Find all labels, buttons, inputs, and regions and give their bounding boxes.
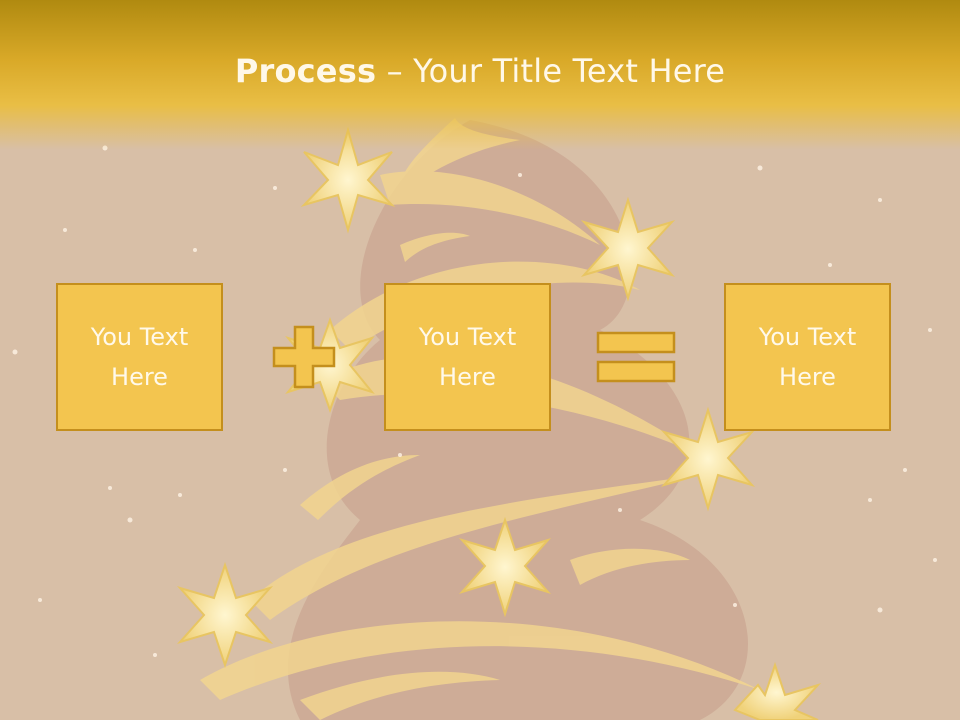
process-box-2-text: You Text Here [418,323,517,391]
plus-icon [272,325,336,389]
title-rest: Your Title Text Here [413,52,726,90]
equals-icon [596,331,676,383]
slide-title: Process – Your Title Text Here [0,52,960,90]
title-bold-part: Process [234,52,377,90]
process-box-1: You Text Here [56,283,223,431]
process-box-3: You Text Here [724,283,891,431]
title-separator: – [376,52,414,90]
process-box-1-text: You Text Here [90,323,189,391]
title-bar [0,0,960,150]
process-box-2: You Text Here [384,283,551,431]
process-box-3-text: You Text Here [758,323,857,391]
